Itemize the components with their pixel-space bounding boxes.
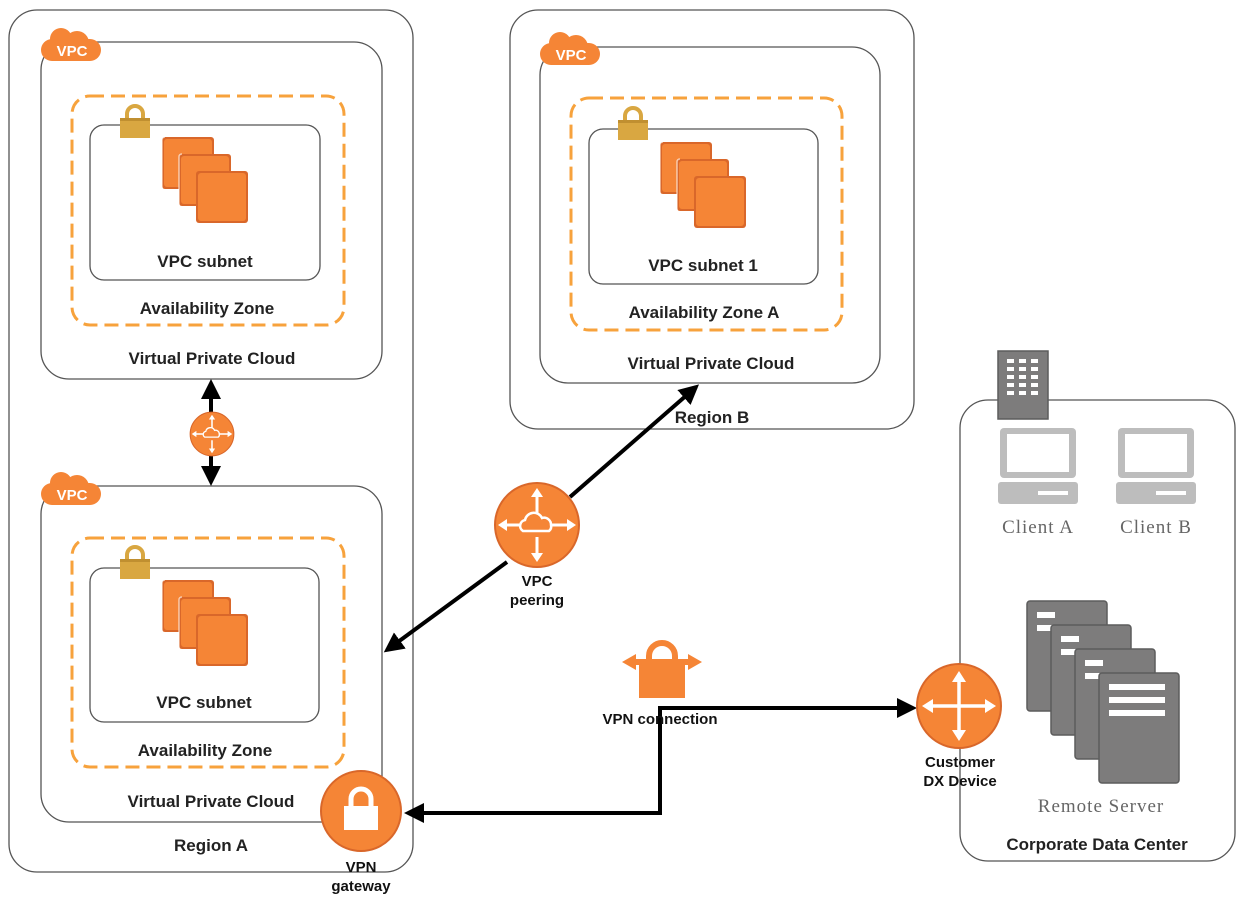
client-b-label: Client B: [1120, 517, 1192, 538]
availability-zone-border: [569, 96, 844, 332]
intra-region-peering: [189, 379, 235, 486]
corporate-data-center: Client A Client B Remote Server Corporat…: [959, 350, 1236, 862]
vpc-badge-text: VPC: [556, 47, 587, 64]
availability-zone-label: Availability Zone: [140, 299, 274, 318]
customer-dx-device: Customer DX Device: [915, 662, 1003, 790]
subnet-label: VPC subnet: [157, 252, 253, 271]
peering-arrow-to-region-a: [383, 560, 509, 653]
vpn-line-to-gateway: [404, 706, 684, 823]
vpn-connection-path: VPN connection: [404, 640, 917, 823]
vpc-region-a-top: VPC VPC subnet Availability Zone Virtual…: [40, 28, 383, 380]
availability-zone-border: [70, 536, 346, 769]
vpc-badge-text: VPC: [57, 43, 88, 60]
vpn-gateway-label-line2: gateway: [331, 878, 391, 895]
lock-icon: [344, 786, 378, 830]
vpc-label: Virtual Private Cloud: [628, 354, 795, 373]
client-icon: [1116, 428, 1196, 504]
availability-zone-label: Availability Zone A: [629, 303, 780, 322]
vpc-badge-text: VPC: [57, 487, 88, 504]
vpc-peering-label-line2: peering: [510, 592, 564, 609]
vpc-peering-router-icon: [493, 481, 581, 569]
building-icon: [997, 350, 1049, 420]
peering-arrow-to-region-b: [568, 384, 700, 499]
router-icon: [915, 662, 1003, 750]
client-icon: [998, 428, 1078, 504]
vpn-connection-icon: [622, 640, 702, 698]
vpc-peering: VPC peering: [383, 384, 700, 653]
subnet-label: VPC subnet 1: [648, 256, 758, 275]
remote-server-label: Remote Server: [1038, 796, 1164, 817]
router-icon: [189, 411, 235, 457]
subnet-label: VPC subnet: [156, 693, 252, 712]
corporate-data-center-label: Corporate Data Center: [1006, 835, 1188, 854]
vpn-gateway-label-line1: VPN: [346, 859, 377, 876]
customer-device-label-line1: Customer: [925, 754, 995, 771]
vpc-region-a-bottom: VPC VPC subnet Availability Zone Virtual…: [40, 472, 383, 823]
vpc-peering-label-line1: VPC: [522, 573, 553, 590]
region-b-label: Region B: [675, 408, 750, 427]
server-stack-icon: [1026, 600, 1180, 784]
vpn-gateway: VPN gateway: [320, 770, 402, 895]
availability-zone-label: Availability Zone: [138, 741, 272, 760]
availability-zone-border: [70, 94, 346, 327]
vpn-connection-label: VPN connection: [602, 711, 717, 728]
vpc-region-b: VPC VPC subnet 1 Availability Zone A Vir…: [539, 32, 881, 384]
customer-device-label-line2: DX Device: [923, 773, 996, 790]
vpc-label: Virtual Private Cloud: [129, 349, 296, 368]
client-a-label: Client A: [1002, 517, 1074, 538]
vpc-label: Virtual Private Cloud: [128, 792, 295, 811]
region-a-label: Region A: [174, 836, 248, 855]
